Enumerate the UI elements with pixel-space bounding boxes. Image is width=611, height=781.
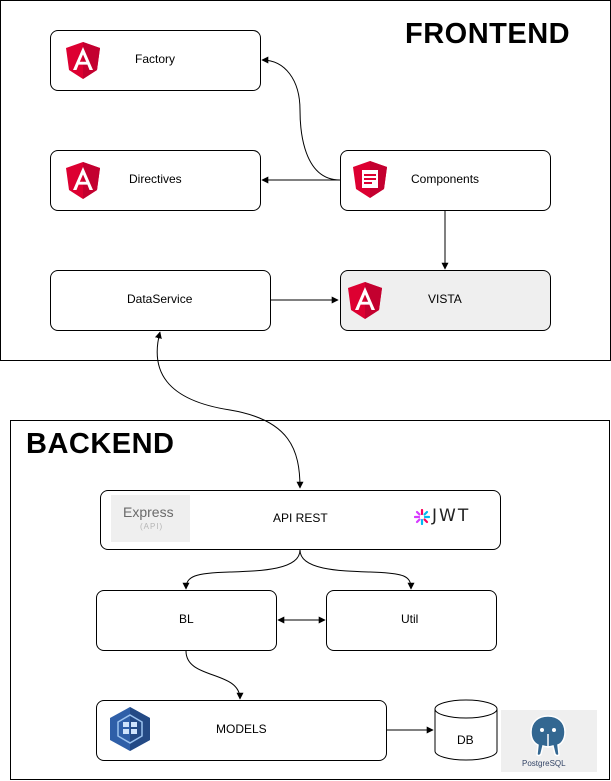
backend-title: BACKEND (26, 428, 175, 460)
node-models-label: MODELS (216, 722, 267, 736)
jwt-logo (414, 509, 430, 525)
node-directives[interactable] (50, 150, 261, 211)
node-dataservice-label: DataService (127, 292, 193, 306)
node-bl[interactable] (96, 590, 277, 651)
express-logo (111, 495, 190, 542)
express-logo-subtext: (API) (140, 522, 164, 531)
edge-api-bl (182, 549, 301, 590)
node-factory-label: Factory (135, 52, 176, 66)
backend-frame (10, 420, 610, 780)
postgresql-logo (530, 715, 566, 757)
node-dataservice[interactable] (50, 270, 271, 331)
node-util[interactable] (326, 590, 497, 651)
edge-components-factory (261, 56, 341, 181)
frontend-title: FRONTEND (405, 18, 571, 50)
node-api-rest-label: API REST (273, 511, 328, 525)
angular-icon (66, 162, 100, 199)
express-logo-text: Express (123, 504, 174, 520)
edge-dataservice-api (155, 331, 304, 489)
components-icon (353, 161, 387, 198)
angular-icon (66, 42, 100, 79)
node-directives-label: Directives (129, 172, 182, 186)
node-db[interactable] (434, 699, 498, 761)
node-vista-label: VISTA (428, 292, 462, 306)
angular-icon (348, 282, 382, 319)
sequelize-icon (110, 707, 150, 751)
edge-api-util (299, 549, 415, 590)
jwt-logo-text: JWT (432, 506, 471, 526)
node-util-label: Util (401, 612, 419, 626)
node-components-label: Components (411, 172, 480, 186)
postgresql-logo-text: PostgreSQL (522, 759, 566, 768)
node-factory[interactable] (50, 30, 261, 91)
node-bl-label: BL (179, 612, 194, 626)
node-db-label: DB (457, 733, 474, 747)
edge-bl-models (185, 650, 244, 700)
